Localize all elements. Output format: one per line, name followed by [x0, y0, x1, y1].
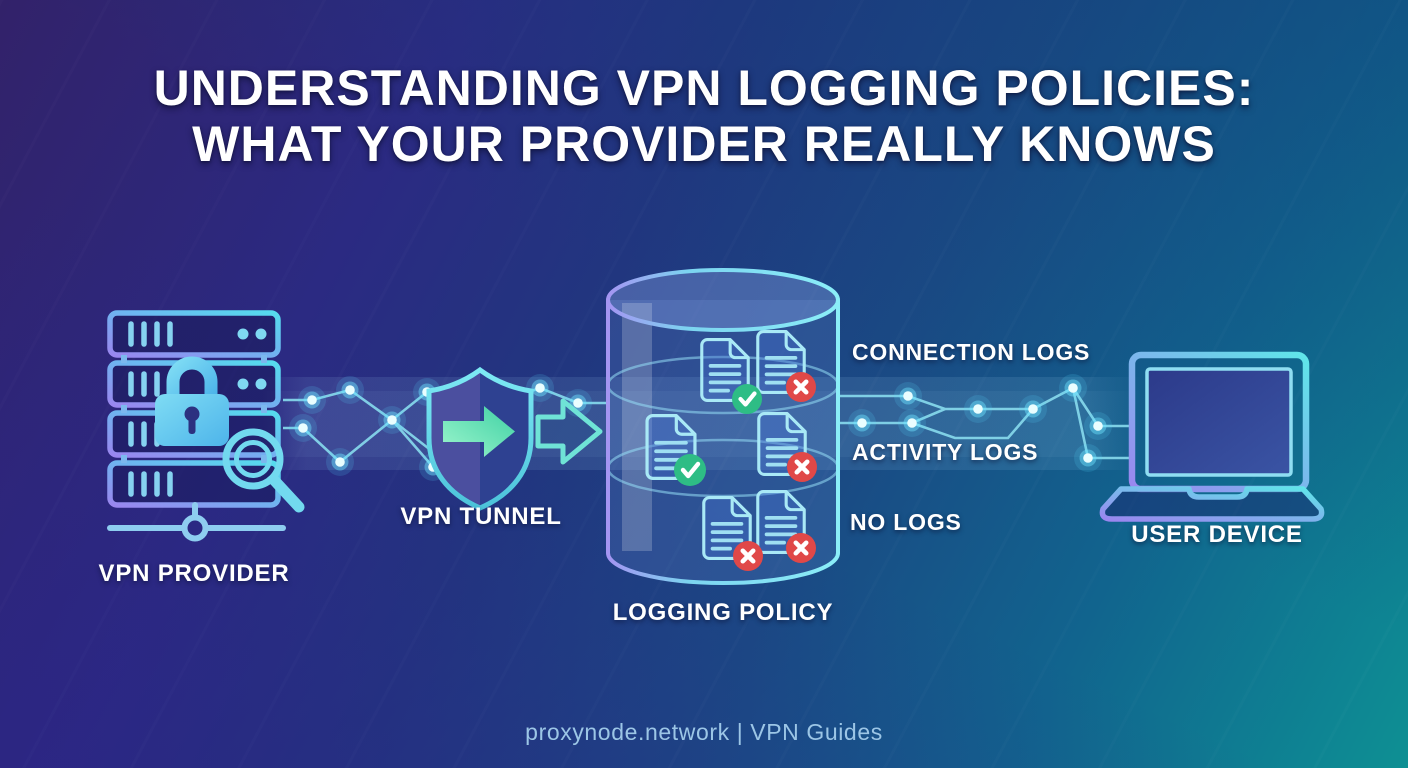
cross-badge-icon: [786, 372, 816, 402]
title-line-2: WHAT YOUR PROVIDER REALLY KNOWS: [192, 116, 1216, 172]
shield-icon: [426, 366, 603, 511]
check-badge-icon: [732, 384, 762, 414]
title-line-1: UNDERSTANDING VPN LOGGING POLICIES:: [153, 60, 1255, 116]
infographic-title: UNDERSTANDING VPN LOGGING POLICIES: WHAT…: [74, 60, 1334, 172]
no-logs-label: NO LOGS: [850, 509, 962, 535]
logging-policy-label: LOGGING POLICY: [612, 599, 834, 626]
server-icon: [107, 310, 305, 542]
cross-badge-icon: [786, 533, 816, 563]
tunnel-arrow-icon: [443, 406, 515, 457]
activity-logs-label: ACTIVITY LOGS: [852, 439, 1039, 465]
magnifier-icon: [222, 428, 305, 513]
cross-badge-icon: [733, 541, 763, 571]
arrow-outline-icon: [535, 398, 603, 465]
cross-badge-icon: [787, 452, 817, 482]
lock-icon: [155, 356, 229, 446]
database-icon: [605, 268, 841, 585]
vpn-provider-label: VPN PROVIDER: [98, 560, 290, 587]
laptop-icon: [1099, 351, 1325, 522]
vpn-tunnel-label: VPN TUNNEL: [400, 503, 562, 530]
connection-logs-label: CONNECTION LOGS: [852, 339, 1091, 365]
check-badge-icon: [674, 454, 706, 486]
footer-credit: proxynode.network | VPN Guides: [525, 719, 883, 745]
user-device-label: USER DEVICE: [1131, 521, 1303, 548]
